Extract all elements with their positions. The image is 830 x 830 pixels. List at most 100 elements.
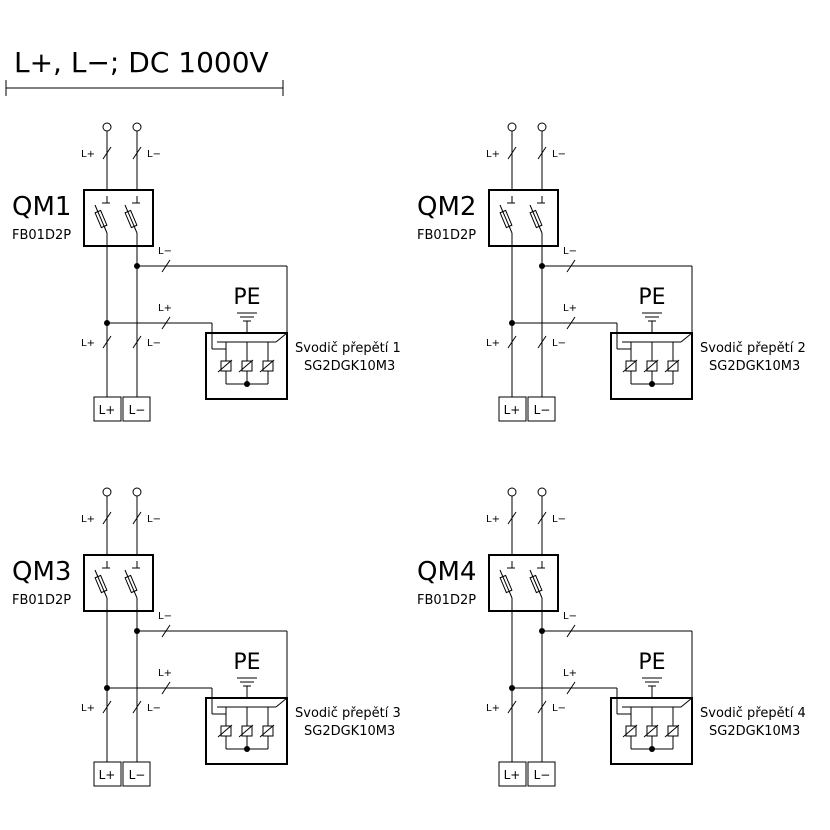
arrester-box: [205, 697, 288, 765]
wire-break-mark: [507, 335, 517, 349]
terminal-minus-open: [537, 487, 547, 497]
wire-break-mark: [507, 511, 517, 525]
terminal-minus-open: [537, 122, 547, 132]
varistor-1-diag: [622, 724, 638, 738]
terminal-plus-label: L+: [504, 403, 521, 417]
contact-blade-plus: [94, 569, 108, 599]
contact-blade-minus: [529, 569, 543, 599]
contact-blade-plus: [499, 204, 513, 234]
arrester-box: [610, 332, 693, 400]
tap-label-minus: L−: [563, 246, 577, 257]
terminal-minus-box: [527, 396, 556, 422]
terminal-minus-label: L−: [129, 403, 146, 417]
wire-break-mark: [102, 146, 112, 160]
arrester-name: Svodič přepětí 1: [295, 341, 401, 356]
breaker-box: [83, 189, 154, 247]
varistor-1-diag: [217, 359, 233, 373]
terminal-minus-label: L−: [129, 768, 146, 782]
varistor-1-diag: [217, 724, 233, 738]
wire-label-minus-bottom: L−: [552, 703, 566, 714]
contact-blade-minus: [529, 204, 543, 234]
arrester-junction: [244, 746, 250, 752]
wire-break-mark: [102, 511, 112, 525]
varistor-3-diag: [664, 724, 680, 738]
fuse-plus: [499, 574, 513, 594]
arrester-model: SG2DGK10M3: [304, 359, 395, 374]
terminal-minus-label: L−: [534, 768, 551, 782]
arrester-junction: [649, 746, 655, 752]
wire-label-minus-bottom: L−: [147, 703, 161, 714]
fuse-minus: [529, 574, 543, 594]
varistor-right-feed: [275, 332, 288, 343]
terminal-minus-box: [122, 761, 151, 787]
varistor-right-feed: [275, 697, 288, 708]
terminal-plus-box: [93, 761, 122, 787]
terminal-plus-open: [102, 122, 112, 132]
wire-label-plus-top: L+: [81, 514, 95, 525]
wire-break-mark: [566, 259, 576, 273]
pe-label: PE: [638, 285, 665, 310]
tap-label-minus: L−: [158, 611, 172, 622]
header-title: L+, L−; DC 1000V: [14, 46, 269, 79]
varistor-3-diag: [664, 359, 680, 373]
terminal-plus-box: [498, 396, 527, 422]
arrester-name: Svodič přepětí 4: [700, 706, 806, 721]
wire-label-plus-bottom: L+: [486, 703, 500, 714]
wire-break-mark: [102, 335, 112, 349]
breaker-model: FB01D2P: [12, 228, 71, 243]
tap-label-plus: L+: [563, 668, 577, 679]
contact-blade-plus: [94, 204, 108, 234]
tap-label-minus: L−: [158, 246, 172, 257]
arrester-box: [610, 697, 693, 765]
breaker-model: FB01D2P: [417, 228, 476, 243]
varistor-right-feed: [680, 697, 693, 708]
fuse-plus: [94, 574, 108, 594]
wire-break-mark: [537, 700, 547, 714]
varistor-2-diag: [238, 724, 254, 738]
pe-label: PE: [233, 650, 260, 675]
pe-label: PE: [638, 650, 665, 675]
terminal-plus-box: [498, 761, 527, 787]
fuse-plus: [499, 209, 513, 229]
wire-break-mark: [537, 511, 547, 525]
fuse-plus: [94, 209, 108, 229]
varistor-2-diag: [238, 359, 254, 373]
breaker-box: [83, 554, 154, 612]
wire-break-mark: [132, 700, 142, 714]
wire-label-minus-top: L−: [147, 149, 161, 160]
wire-break-mark: [102, 700, 112, 714]
wire-break-mark: [132, 335, 142, 349]
wire-break-mark: [537, 146, 547, 160]
terminal-minus-label: L−: [534, 403, 551, 417]
terminal-minus-box: [527, 761, 556, 787]
varistor-3-diag: [259, 359, 275, 373]
terminal-minus-open: [132, 487, 142, 497]
wire-break-mark: [132, 146, 142, 160]
wire-label-plus-bottom: L+: [486, 338, 500, 349]
wire-label-minus-bottom: L−: [552, 338, 566, 349]
wire-label-plus-bottom: L+: [81, 338, 95, 349]
terminal-plus-open: [507, 122, 517, 132]
terminal-plus-open: [507, 487, 517, 497]
breaker-box: [488, 189, 559, 247]
wire-break-mark: [161, 681, 171, 695]
arrester-model: SG2DGK10M3: [304, 724, 395, 739]
arrester-junction: [244, 381, 250, 387]
wire-break-mark: [161, 316, 171, 330]
wire-break-mark: [537, 335, 547, 349]
varistor-1-diag: [622, 359, 638, 373]
wire-break-mark: [161, 624, 171, 638]
pe-label: PE: [233, 285, 260, 310]
wire-break-mark: [566, 681, 576, 695]
arrester-box: [205, 332, 288, 400]
varistor-2-diag: [643, 724, 659, 738]
breaker-name: QM4: [417, 557, 476, 587]
wire-break-mark: [507, 146, 517, 160]
breaker-model: FB01D2P: [12, 593, 71, 608]
wire-break-mark: [566, 624, 576, 638]
arrester-name: Svodič přepětí 2: [700, 341, 806, 356]
wire-label-plus-top: L+: [486, 514, 500, 525]
